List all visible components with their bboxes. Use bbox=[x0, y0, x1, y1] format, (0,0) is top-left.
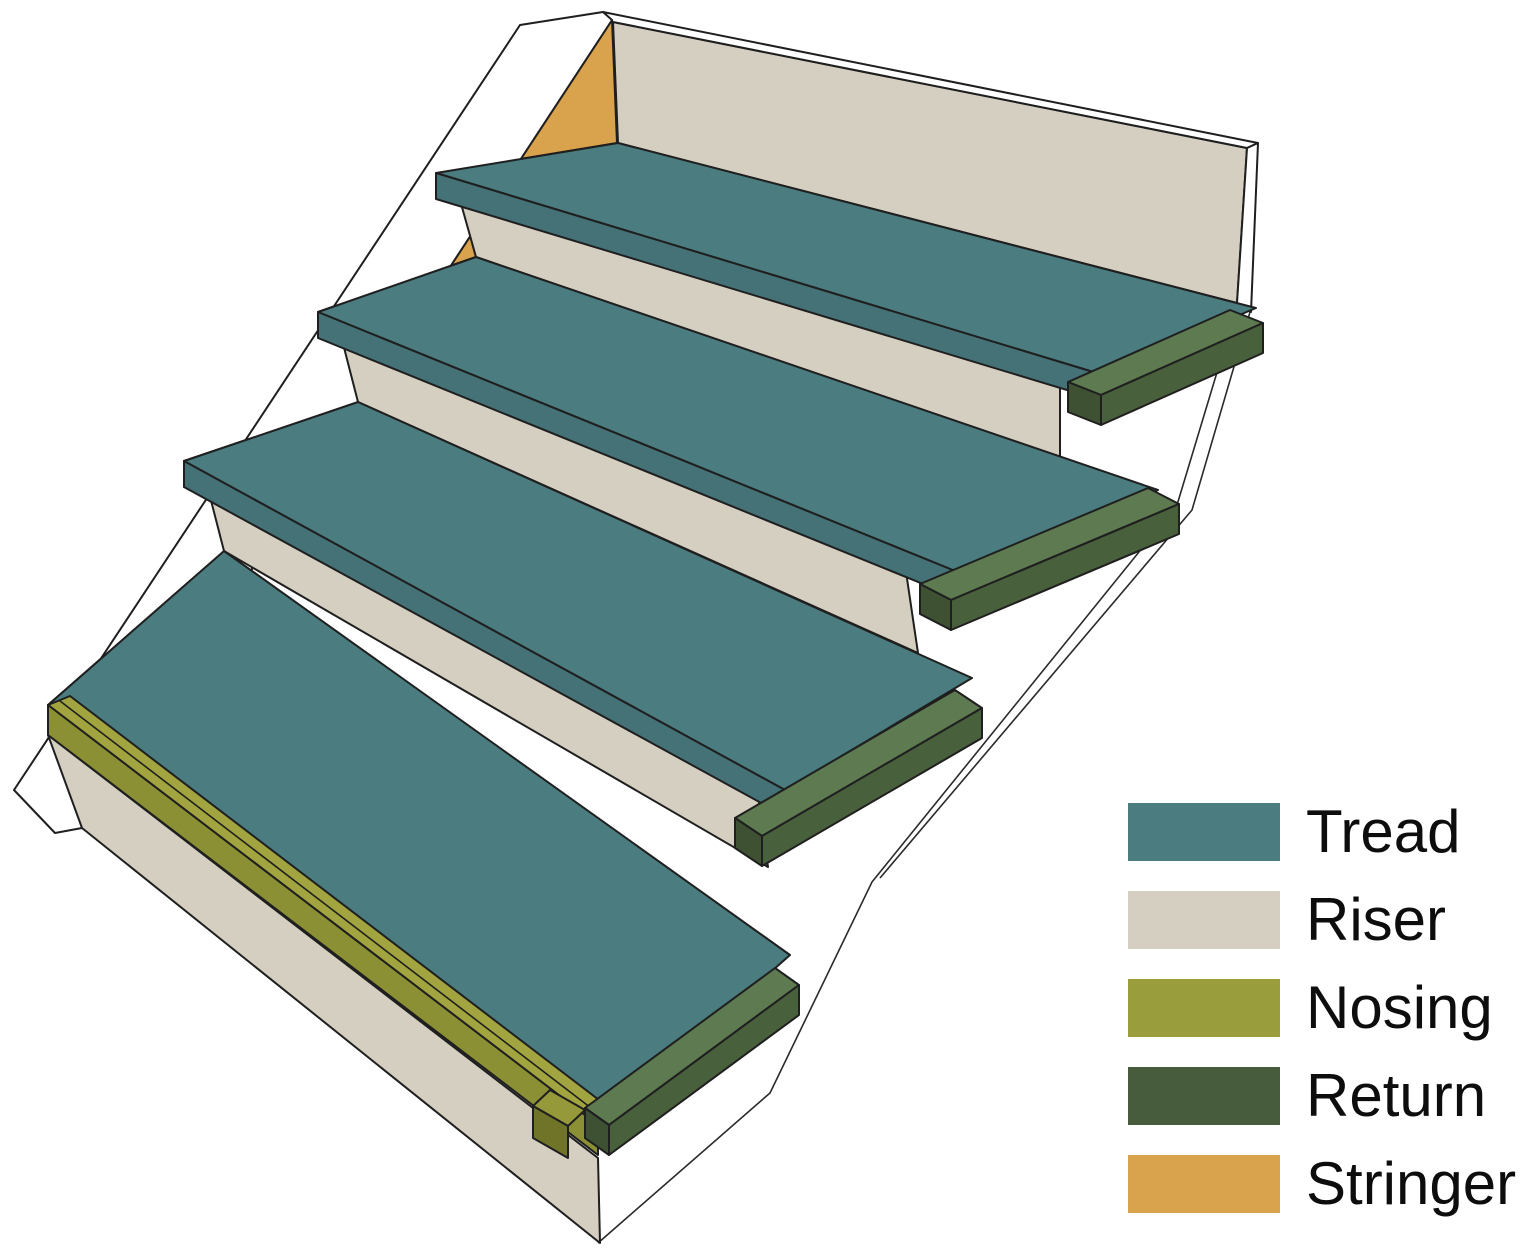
return-1-end bbox=[584, 1107, 610, 1156]
legend-label-riser: Riser bbox=[1306, 886, 1447, 953]
legend: Tread Riser Nosing Return Stringer bbox=[1128, 798, 1517, 1243]
legend-swatch-stringer bbox=[1128, 1155, 1280, 1213]
return-3-end bbox=[919, 583, 952, 631]
legend-row-stringer: Stringer bbox=[1128, 1150, 1517, 1217]
right-stringer-outline bbox=[597, 305, 1238, 1244]
riser-1 bbox=[47, 734, 601, 1244]
legend-label-tread: Tread bbox=[1306, 798, 1461, 865]
nosing-seam bbox=[59, 700, 609, 1122]
legend-swatch-nosing bbox=[1128, 979, 1280, 1037]
nosing-front bbox=[47, 704, 599, 1156]
legend-label-nosing: Nosing bbox=[1306, 974, 1493, 1041]
legend-label-return: Return bbox=[1306, 1062, 1487, 1129]
return-4-end bbox=[1067, 381, 1102, 426]
legend-swatch-riser bbox=[1128, 891, 1280, 949]
legend-label-stringer: Stringer bbox=[1306, 1150, 1517, 1217]
legend-swatch-tread bbox=[1128, 803, 1280, 861]
legend-row-return: Return bbox=[1128, 1062, 1516, 1129]
nosing-end-cap-front bbox=[532, 1105, 569, 1159]
legend-row-riser: Riser bbox=[1128, 886, 1516, 953]
legend-swatch-return bbox=[1128, 1067, 1280, 1125]
right-stringer-outer-outline bbox=[879, 311, 1251, 879]
return-2-end bbox=[734, 817, 763, 867]
legend-row-tread: Tread bbox=[1128, 798, 1516, 865]
legend-row-nosing: Nosing bbox=[1128, 974, 1516, 1041]
wall-right-edge-band bbox=[1236, 142, 1259, 313]
